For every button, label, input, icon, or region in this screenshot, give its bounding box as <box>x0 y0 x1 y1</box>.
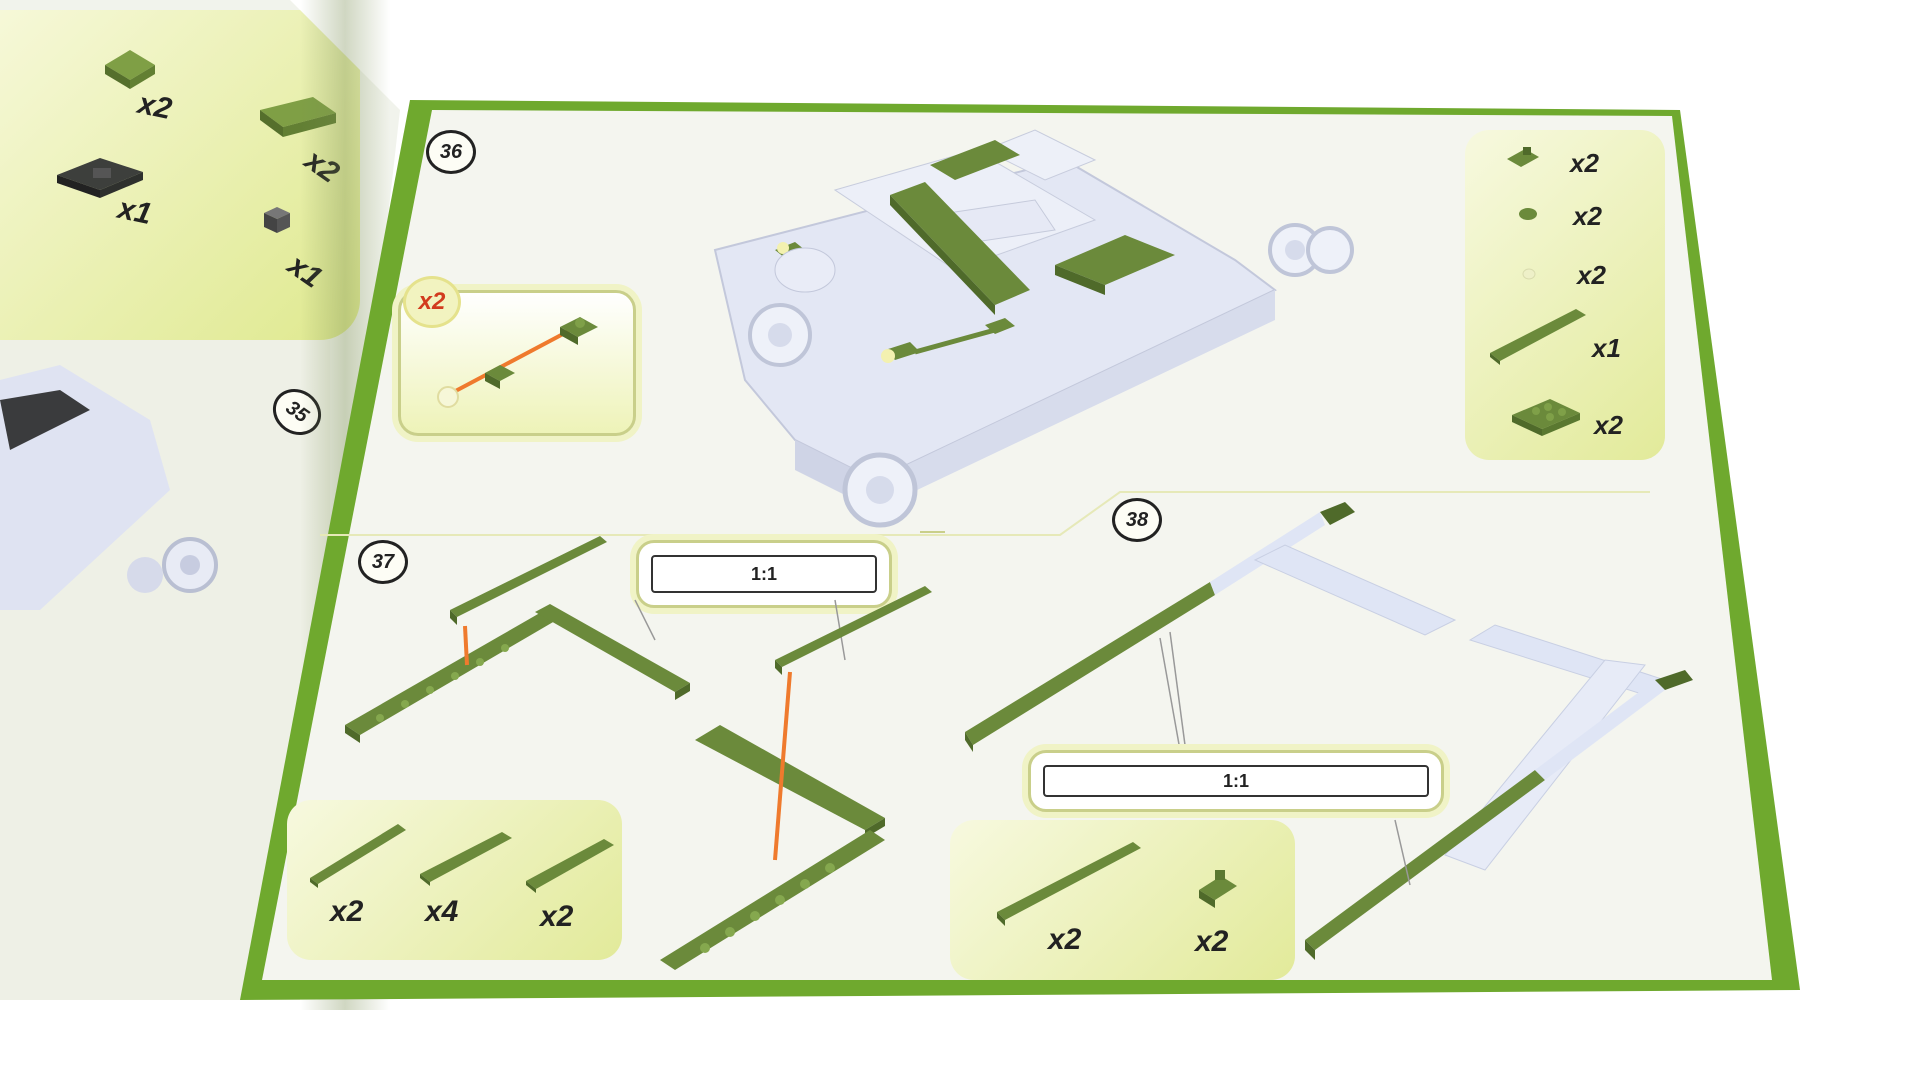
long-plate-part-icon <box>310 824 406 888</box>
step-37-part-qty: x2 <box>330 895 364 928</box>
step-36-part-qty: x1 <box>1592 333 1621 363</box>
step-37-part-qty: x2 <box>540 900 574 933</box>
vehicle-chassis-model <box>713 129 1354 528</box>
step-37-parts-panel <box>287 800 622 960</box>
medium-plate-part-icon <box>420 832 512 886</box>
step-36-part-qty: x2 <box>1570 148 1599 178</box>
brick-clip-icon <box>1507 147 1539 167</box>
brick-transparent-stud-icon <box>1522 268 1536 280</box>
left-part-qty: x2 <box>135 86 175 127</box>
step-38-part-qty: x2 <box>1195 925 1229 958</box>
brick-long-plate-icon <box>1490 309 1586 365</box>
subassembly-rod-diagram <box>437 317 598 408</box>
brick-dark-slope-icon <box>57 158 143 198</box>
step-divider-line <box>320 491 1650 536</box>
brick-2x3-plate-icon <box>1512 399 1580 436</box>
subassembly-qty-badge: x2 <box>403 276 461 328</box>
step-38-ratio-label: 1:1 <box>1043 765 1429 797</box>
tile-part-icon <box>526 839 614 893</box>
step-36-badge: 36 <box>426 130 476 174</box>
brick-plate-icon <box>260 97 336 137</box>
step-36-part-qty: x2 <box>1573 201 1602 231</box>
brick-cube-icon <box>264 207 290 233</box>
step-38-badge: 38 <box>1112 498 1162 542</box>
model-partial-left <box>0 365 218 610</box>
step-37-ratio-label: 1:1 <box>651 555 877 593</box>
subassembly-qty: x2 <box>418 288 446 315</box>
step-36-part-qty: x2 <box>1594 410 1623 440</box>
step-37-ratio-callout: 1:1 <box>636 540 892 608</box>
step-38-ratio-callout: 1:1 <box>1028 750 1444 812</box>
step-37-assembly <box>345 531 945 970</box>
step-36-parts-panel <box>1465 130 1665 460</box>
step-38-part-qty: x2 <box>1048 923 1082 956</box>
step-38-assembly <box>965 502 1693 960</box>
left-part-qty: x1 <box>115 191 155 232</box>
long-tile-part-icon <box>997 842 1141 926</box>
step-37-badge: 37 <box>358 540 408 584</box>
step-37-part-qty: x4 <box>425 895 459 928</box>
brick-small-round-icon <box>1519 208 1537 220</box>
brick-slope-icon <box>105 50 155 89</box>
step-38-parts-panel <box>950 820 1295 980</box>
slope-clip-part-icon <box>1199 870 1237 908</box>
step-36-part-qty: x2 <box>1577 260 1606 290</box>
